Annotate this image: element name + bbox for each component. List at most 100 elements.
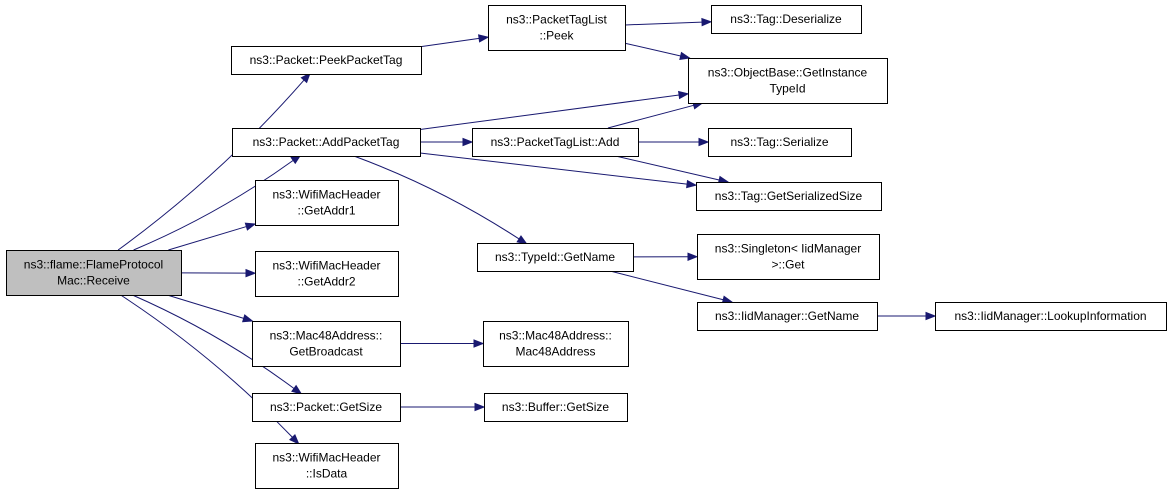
node-label: ns3::WifiMacHeader (272, 259, 380, 273)
node-box (935, 302, 1167, 331)
node-box (6, 250, 182, 296)
node-label: ns3::Packet::AddPacketTag (253, 135, 400, 149)
edge-line (609, 270, 724, 301)
node-box (483, 321, 629, 367)
edge-packet-peekpackettag-to-packettaglist-peek (420, 34, 490, 48)
node-tag-serialize[interactable]: ns3::Tag::Serialize (708, 128, 852, 157)
node-tag-getserializedsize[interactable]: ns3::Tag::GetSerializedSize (696, 182, 882, 211)
node-box (688, 58, 888, 104)
node-iidmanager-lookupinformation[interactable]: ns3::IidManager::LookupInformation (935, 302, 1167, 331)
node-box (484, 393, 628, 422)
node-label: ns3::IidManager::GetName (715, 309, 859, 323)
node-box (472, 128, 639, 157)
arrow-head-icon (516, 235, 528, 245)
node-label: GetBroadcast (289, 345, 363, 359)
node-mac48address-getbroadcast[interactable]: ns3::Mac48Address::GetBroadcast (252, 321, 401, 367)
arrow-head-icon (289, 433, 300, 445)
node-label: ns3::Tag::Deserialize (730, 12, 842, 26)
edge-line (117, 79, 305, 251)
node-label: Mac::Receive (57, 274, 130, 288)
node-box (477, 243, 634, 272)
arrow-head-icon (686, 179, 698, 189)
node-packettaglist-peek[interactable]: ns3::PacketTagList::Peek (488, 5, 626, 51)
edge-line (615, 155, 720, 181)
node-label: ::GetAddr2 (297, 275, 355, 289)
arrow-head-icon (701, 17, 713, 27)
arrow-head-icon (678, 90, 690, 100)
node-label: ns3::Buffer::GetSize (502, 400, 609, 414)
node-box (252, 321, 401, 367)
edge-line (420, 37, 480, 48)
node-label: ns3::ObjectBase::GetInstance (708, 66, 868, 80)
node-box (231, 46, 422, 75)
arrow-head-icon (474, 402, 486, 412)
node-buffer-getsize[interactable]: ns3::Buffer::GetSize (484, 393, 628, 422)
edge-flame-protocol-mac-receive-to-mac48address-getbroadcast (167, 294, 254, 323)
node-packet-peekpackettag[interactable]: ns3::Packet::PeekPacketTag (231, 46, 422, 75)
node-box (696, 182, 882, 211)
arrow-head-icon (300, 72, 311, 84)
node-label: ns3::flame::FlameProtocol (24, 258, 163, 272)
node-label: ns3::PacketTagList (506, 13, 607, 27)
node-box (708, 128, 852, 157)
node-label: ns3::Mac48Address:: (270, 329, 383, 343)
nodes-layer: ns3::flame::FlameProtocolMac::Receivens3… (6, 5, 1167, 489)
node-label: >::Get (771, 258, 805, 272)
node-label: ns3::Tag::GetSerializedSize (715, 189, 863, 203)
arrow-head-icon (241, 314, 254, 323)
node-typeid-getname[interactable]: ns3::TypeId::GetName (477, 243, 634, 272)
node-iidmanager-getname[interactable]: ns3::IidManager::GetName (697, 302, 878, 331)
edge-line (607, 104, 694, 129)
arrow-head-icon (478, 34, 490, 43)
edge-iidmanager-getname-to-iidmanager-lookupinformation (876, 311, 937, 321)
edge-packet-addpackettag-to-objectbase-getinstancetypeid (419, 90, 690, 130)
node-label: ns3::TypeId::GetName (495, 250, 615, 264)
node-label: ns3::PacketTagList::Add (491, 135, 620, 149)
node-box (697, 234, 880, 280)
node-packettaglist-add[interactable]: ns3::PacketTagList::Add (472, 128, 639, 157)
node-label: TypeId (769, 82, 805, 96)
node-wifimacheader-isdata[interactable]: ns3::WifiMacHeader::IsData (255, 443, 399, 489)
node-wifimacheader-getaddr2[interactable]: ns3::WifiMacHeader::GetAddr2 (255, 251, 399, 297)
node-label: ns3::Packet::GetSize (270, 400, 382, 414)
edge-line (624, 21, 703, 26)
node-box (255, 443, 399, 489)
node-box (711, 5, 862, 34)
arrow-head-icon (679, 51, 691, 60)
edge-packettaglist-add-to-tag-serialize (638, 137, 710, 147)
edge-flame-protocol-mac-receive-to-packet-getsize (132, 294, 303, 395)
node-wifimacheader-getaddr1[interactable]: ns3::WifiMacHeader::GetAddr1 (255, 180, 399, 226)
edge-packet-getsize-to-buffer-getsize (399, 402, 486, 412)
edge-line (419, 152, 688, 185)
node-box (252, 393, 401, 422)
edge-packettaglist-peek-to-objectbase-getinstancetypeid (624, 42, 691, 60)
edge-line (624, 42, 681, 57)
node-label: ns3::Tag::Serialize (730, 135, 828, 149)
arrow-head-icon (462, 137, 474, 147)
node-mac48address-constructor[interactable]: ns3::Mac48Address::Mac48Address (483, 321, 629, 367)
edge-line (419, 94, 680, 130)
edge-line (353, 155, 520, 240)
arrow-head-icon (473, 339, 485, 348)
edge-flame-protocol-mac-receive-to-wifimacheader-getaddr2 (180, 268, 257, 278)
node-packet-addpackettag[interactable]: ns3::Packet::AddPacketTag (232, 128, 421, 157)
node-label: Mac48Address (515, 345, 595, 359)
arrow-head-icon (687, 252, 699, 261)
edge-packettaglist-peek-to-tag-deserialize (624, 17, 713, 27)
node-label: ns3::Mac48Address:: (499, 329, 612, 343)
edge-flame-protocol-mac-receive-to-wifimacheader-getaddr1 (168, 222, 257, 251)
node-box (697, 302, 878, 331)
edge-packet-addpackettag-to-typeid-getname (353, 155, 528, 245)
arrow-head-icon (245, 268, 257, 278)
node-tag-deserialize[interactable]: ns3::Tag::Deserialize (711, 5, 862, 34)
node-label: ::IsData (306, 467, 348, 481)
arrow-head-icon (244, 222, 257, 231)
arrow-head-icon (925, 311, 937, 321)
node-packet-getsize[interactable]: ns3::Packet::GetSize (252, 393, 401, 422)
node-box (255, 180, 399, 226)
edge-flame-protocol-mac-receive-to-packet-peekpackettag (117, 72, 311, 251)
node-singleton-iidmanager-get[interactable]: ns3::Singleton< IidManager>::Get (697, 234, 880, 280)
